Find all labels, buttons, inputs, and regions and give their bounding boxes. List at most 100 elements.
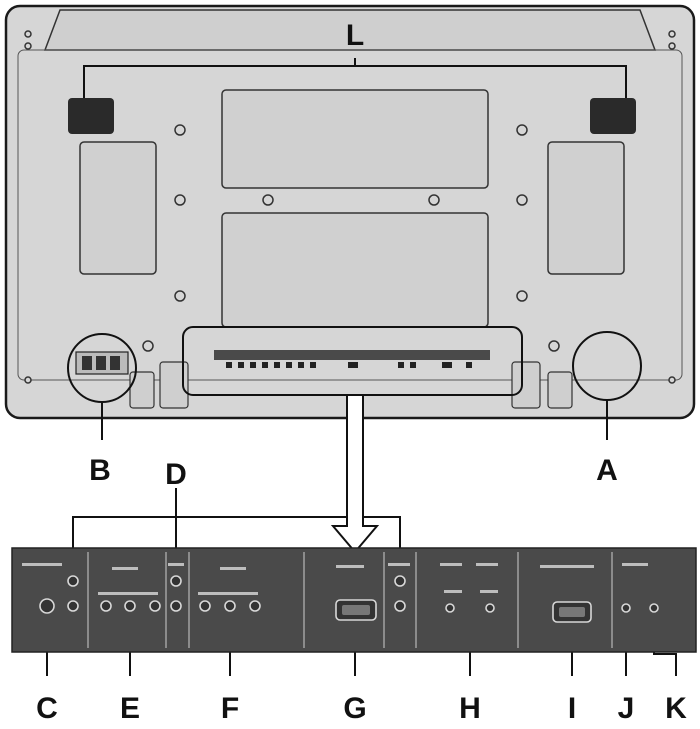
video-jack-icon <box>39 598 55 614</box>
caption-mark <box>220 567 246 570</box>
foot-right <box>547 371 573 409</box>
mounting-hole-icon <box>174 290 186 302</box>
caption-mark <box>336 565 364 568</box>
jack-icon <box>262 362 268 368</box>
foot-left <box>129 371 155 409</box>
jack-icon <box>442 362 452 368</box>
callout-i: I <box>568 692 576 725</box>
callout-j: J <box>618 692 635 725</box>
caption-mark <box>540 565 594 568</box>
callout-f: F <box>221 692 239 725</box>
callout-b: B <box>89 454 111 487</box>
jack-icon <box>226 362 232 368</box>
remote-out-jack-icon <box>649 603 659 613</box>
hdmi1-jack-icon <box>445 603 455 613</box>
hdmi2-jack-icon <box>485 603 495 613</box>
mounting-hole-icon <box>24 376 32 384</box>
callout-g: G <box>343 692 366 725</box>
rear-chassis <box>4 4 696 420</box>
side-panel-right <box>547 141 625 275</box>
caption-mark <box>440 563 462 566</box>
jack-icon <box>410 362 416 368</box>
caption-mark <box>98 592 158 595</box>
center-panel-upper <box>221 89 489 189</box>
dvd1-y-jack-icon <box>100 600 112 612</box>
caption-mark <box>22 563 62 566</box>
audio3-jack-icon <box>394 600 406 612</box>
jack-icon <box>310 362 316 368</box>
dvd1-cb-jack-icon <box>124 600 136 612</box>
caption-mark <box>198 592 258 595</box>
dvd2-y-jack-icon <box>199 600 211 612</box>
mounting-hole-icon <box>262 194 274 206</box>
audio3-jack-icon <box>394 575 406 587</box>
mounting-hole-icon <box>516 194 528 206</box>
speaker-left <box>68 98 114 134</box>
caption-mark <box>444 590 462 593</box>
callout-k: K <box>665 692 687 725</box>
dvd1-cr-jack-icon <box>149 600 161 612</box>
jack-icon <box>286 362 292 368</box>
screw-icon <box>24 30 32 38</box>
zoom-arrow <box>330 394 380 554</box>
chassis-inner-frame <box>17 49 683 381</box>
control-dsub-connector <box>552 601 592 623</box>
dvd2-cr-jack-icon <box>249 600 261 612</box>
section-dividers <box>87 552 613 648</box>
callout-a: A <box>596 454 618 487</box>
power-switch-icon <box>96 356 106 370</box>
caption-mark <box>388 563 410 566</box>
screw-icon <box>668 42 676 50</box>
mounting-hole-icon <box>174 124 186 136</box>
stand-bracket-left <box>159 361 189 409</box>
dvd2-cb-jack-icon <box>224 600 236 612</box>
stand-bracket-right <box>511 361 541 409</box>
mounting-hole-icon <box>428 194 440 206</box>
power-switch-icon <box>82 356 92 370</box>
caption-mark <box>112 567 138 570</box>
dsub-pins <box>342 605 370 615</box>
mounting-hole-icon <box>548 340 560 352</box>
mounting-holes <box>24 124 676 384</box>
jack-icon <box>348 362 358 368</box>
callout-c: C <box>36 692 58 725</box>
audio2-jack-icon <box>170 600 182 612</box>
callout-d: D <box>165 458 187 491</box>
power-switch-block <box>75 351 129 375</box>
terminal-strip-jacks <box>226 362 472 368</box>
detail-jacks <box>39 575 659 614</box>
screw-icon <box>24 42 32 50</box>
remote-in-jack-icon <box>621 603 631 613</box>
callout-labels: L B D A C E F G H I J K <box>36 19 687 725</box>
center-panel-lower <box>221 212 489 328</box>
mounting-hole-icon <box>668 376 676 384</box>
callout-l: L <box>346 19 364 52</box>
mounting-hole-icon <box>142 340 154 352</box>
section-caption-marks <box>22 563 648 595</box>
side-panel-left <box>79 141 157 275</box>
caption-mark <box>480 590 498 593</box>
screw-icon <box>668 30 676 38</box>
rgb-dsub-connector <box>335 599 377 621</box>
jack-icon <box>250 362 256 368</box>
jack-icon <box>298 362 304 368</box>
mounting-hole-icon <box>516 290 528 302</box>
audio2-jack-icon <box>170 575 182 587</box>
power-switch-icon <box>110 356 120 370</box>
terminal-strip <box>214 350 490 360</box>
jack-icon <box>274 362 280 368</box>
mounting-hole-icon <box>516 124 528 136</box>
detail-terminal-strip <box>11 547 697 653</box>
caption-mark <box>168 563 184 566</box>
callout-h: H <box>459 692 481 725</box>
dsub-pins <box>559 607 585 617</box>
speaker-right <box>590 98 636 134</box>
mounting-hole-icon <box>174 194 186 206</box>
audio1-jack-icon <box>67 600 79 612</box>
caption-mark <box>622 563 648 566</box>
jack-icon <box>398 362 404 368</box>
jack-icon <box>466 362 472 368</box>
callout-e: E <box>120 692 140 725</box>
audio1-jack-icon <box>67 575 79 587</box>
